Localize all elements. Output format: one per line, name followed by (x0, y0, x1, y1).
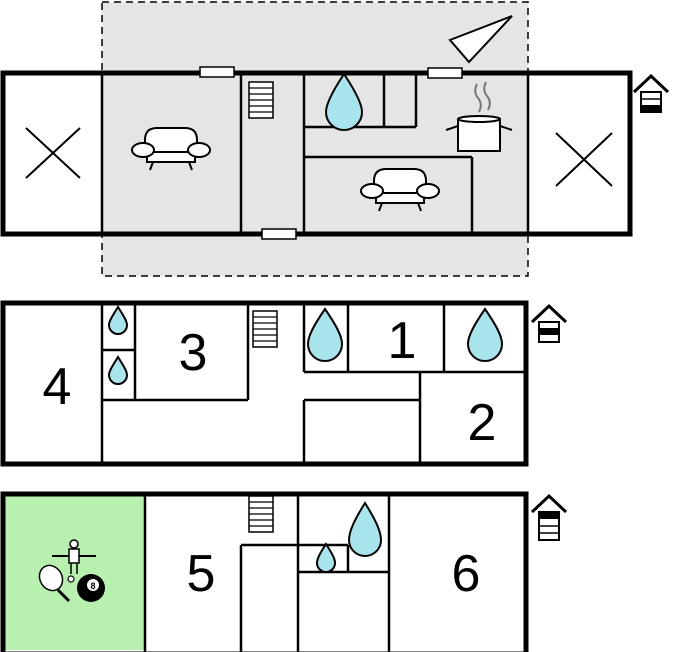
billiard-ball-number: 8 (90, 581, 95, 591)
table-football-icon (52, 539, 96, 574)
shower-drop-icon (324, 72, 364, 131)
sun-wedge-icon (448, 15, 513, 64)
shower-drop-icon (466, 307, 504, 362)
games-room (3, 494, 145, 650)
window-icon (261, 228, 297, 240)
house-level-icon (530, 493, 568, 541)
floor-bottom: 5 6 8 (0, 491, 568, 652)
floor-top-building (0, 70, 633, 237)
house-level-icon (530, 303, 568, 343)
room-number: 6 (452, 545, 481, 603)
house-level-icon (632, 73, 670, 113)
stairs-icon (252, 310, 278, 348)
table-tennis-icon (38, 564, 75, 603)
stairs-icon (248, 495, 274, 533)
no-access-cross-icon (555, 132, 613, 187)
shower-drop-icon (347, 501, 383, 557)
floor-middle-building (0, 300, 529, 467)
shower-drop-icon (107, 355, 129, 385)
stairs-icon (248, 81, 274, 119)
room-number: 4 (43, 358, 72, 416)
cooking-pot-icon (445, 81, 513, 152)
billiard-ball-icon: 8 (77, 574, 105, 602)
shower-drop-icon (315, 542, 337, 573)
window-icon (427, 67, 463, 79)
room-number: 1 (388, 312, 417, 370)
room-number: 3 (179, 324, 208, 382)
window-icon (199, 66, 235, 78)
room-number: 5 (187, 545, 216, 603)
floor-top (0, 1, 670, 277)
floor-middle: 1 2 3 4 (0, 300, 568, 467)
shower-drop-icon (306, 307, 344, 362)
floor-bottom-building (0, 491, 529, 652)
no-access-cross-icon (25, 127, 81, 179)
room-number: 2 (468, 394, 497, 452)
shower-drop-icon (107, 305, 129, 335)
